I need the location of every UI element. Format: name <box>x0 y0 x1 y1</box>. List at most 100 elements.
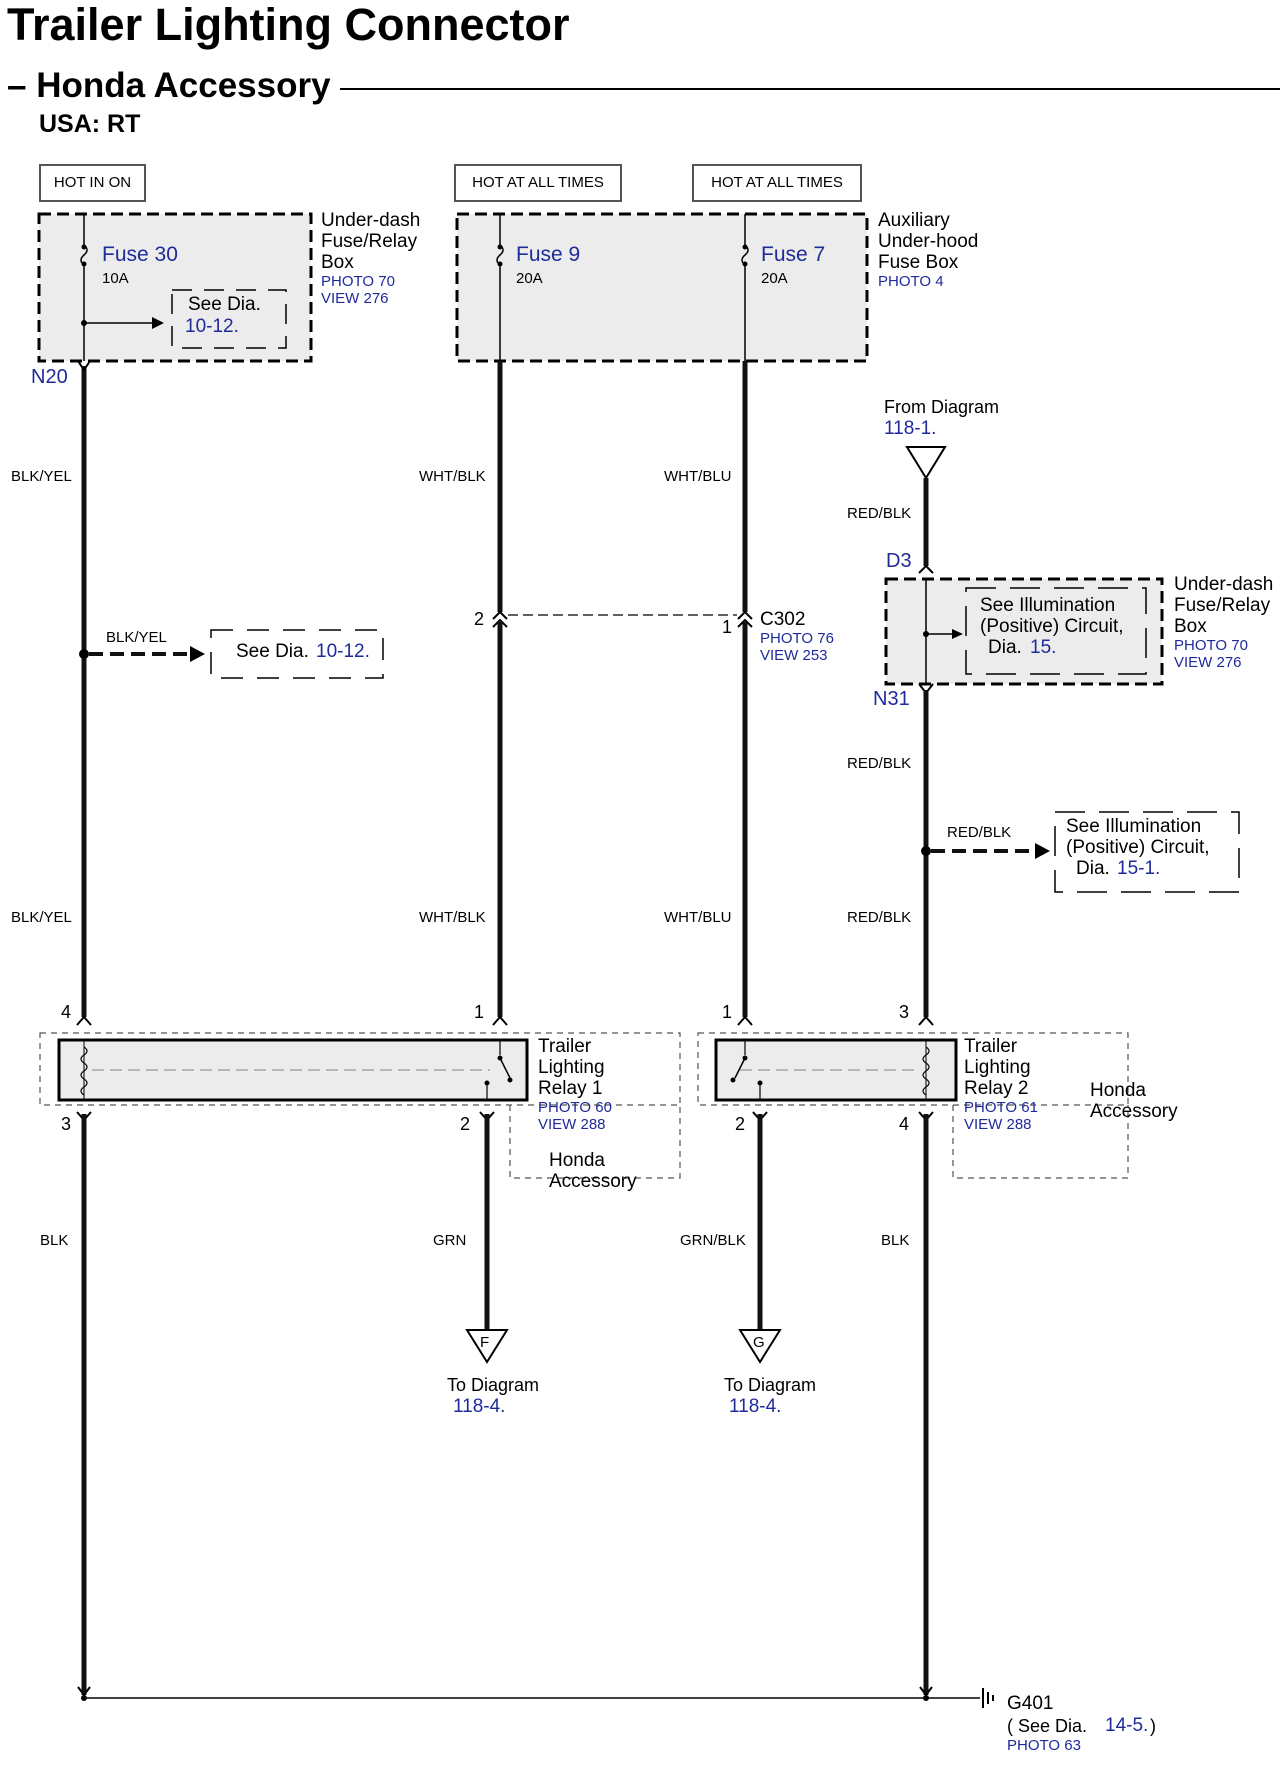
under-dash-box-1-name-line2: Fuse/Relay <box>321 231 418 252</box>
illum-branch-line1: See Illumination <box>1066 816 1202 837</box>
fuse-30-label: Fuse 30 <box>102 243 178 266</box>
relay1-photo[interactable]: PHOTO 60 <box>538 1099 612 1116</box>
fuse-7-rating: 20A <box>761 270 788 287</box>
illum-inner-ref[interactable]: 15. <box>1030 637 1057 658</box>
wire-label-col4-mid: RED/BLK <box>847 755 912 772</box>
aux-box-photo[interactable]: PHOTO 4 <box>878 273 944 290</box>
relay2-name-line2: Lighting <box>964 1057 1031 1078</box>
wire-label-col4-top: RED/BLK <box>847 505 912 522</box>
wire-label-branch1: BLK/YEL <box>106 629 167 646</box>
fuse-7-label: Fuse 7 <box>761 243 826 266</box>
node-n20: N20 <box>31 366 68 388</box>
ground-see-text: ( See Dia. <box>1007 1716 1088 1736</box>
see-dia-ref-1[interactable]: 10-12. <box>185 316 239 337</box>
ground-name: G401 <box>1007 1693 1054 1714</box>
relay2-accessory-line1: Honda <box>1090 1080 1146 1101</box>
relay2-view[interactable]: VIEW 288 <box>964 1116 1032 1133</box>
to-diagram-g-text: To Diagram <box>724 1375 817 1395</box>
ground-close: ) <box>1150 1716 1156 1736</box>
under-dash-box-1-view[interactable]: VIEW 276 <box>321 290 389 307</box>
relay1-name-line1: Trailer <box>538 1036 592 1057</box>
to-diagram-g-ref[interactable]: 118-4. <box>729 1396 782 1417</box>
aux-underhood-fuse-box <box>455 212 869 363</box>
illum-box-inner <box>965 587 1147 675</box>
relay1-view[interactable]: VIEW 288 <box>538 1116 606 1133</box>
c302-photo[interactable]: PHOTO 76 <box>760 630 834 647</box>
c302-view[interactable]: VIEW 253 <box>760 647 828 664</box>
c302-pin-1: 1 <box>722 617 733 637</box>
under-dash-box-2-name-line3: Box <box>1174 616 1207 637</box>
wire-label-col2-bot: GRN <box>433 1232 467 1249</box>
relay2-name-line1: Trailer <box>964 1036 1018 1057</box>
illum-branch-ref[interactable]: 15-1. <box>1117 858 1161 879</box>
from-diagram-text: From Diagram <box>884 397 1000 417</box>
illum-box-branch <box>1054 811 1240 893</box>
fuse-9-rating: 20A <box>516 270 543 287</box>
ground-ref[interactable]: 14-5. <box>1105 1715 1149 1736</box>
c302-pin-2: 2 <box>474 609 485 629</box>
relay2-pin-3: 3 <box>899 1002 910 1022</box>
see-dia-box-inner-1 <box>171 289 287 349</box>
to-diagram-f-triangle <box>465 1329 509 1364</box>
under-dash-box-1-name-line3: Box <box>321 252 354 273</box>
relay1-name-line3: Relay 1 <box>538 1078 603 1099</box>
relay1-pin-4: 4 <box>61 1002 72 1022</box>
wire-label-branch2: RED/BLK <box>947 824 1012 841</box>
relay2-photo[interactable]: PHOTO 61 <box>964 1099 1038 1116</box>
under-dash-box-2-view[interactable]: VIEW 276 <box>1174 654 1242 671</box>
hot-in-on-label: HOT IN ON <box>39 164 146 202</box>
wire-label-col3-bot: GRN/BLK <box>680 1232 746 1249</box>
wire-label-col4-bot: BLK <box>881 1232 910 1249</box>
to-diagram-f-letter: F <box>480 1334 490 1351</box>
wire-label-col2-top: WHT/BLK <box>419 468 486 485</box>
relay2-pin-1: 1 <box>722 1002 733 1022</box>
see-dia-branch1-text: See Dia. <box>236 641 309 662</box>
wire-label-col3-top: WHT/BLU <box>664 468 732 485</box>
honda-accessory-region-2 <box>697 1032 1129 1106</box>
wire-label-col3-mid: WHT/BLU <box>664 909 732 926</box>
fuse-7-symbol <box>741 244 749 266</box>
to-diagram-f-ref[interactable]: 118-4. <box>453 1396 506 1417</box>
illum-inner-line1: See Illumination <box>980 595 1116 616</box>
from-diagram-ref[interactable]: 118-1. <box>884 418 937 439</box>
node-n31: N31 <box>873 688 910 710</box>
relay1-accessory-line1: Honda <box>549 1150 605 1171</box>
wire-label-col2-mid: WHT/BLK <box>419 909 486 926</box>
c302-name: C302 <box>760 609 806 630</box>
relay2-pin-4: 4 <box>899 1114 910 1134</box>
relay2-accessory-line2: Accessory <box>1090 1101 1178 1122</box>
page-title: Trailer Lighting Connector <box>7 0 570 50</box>
under-dash-box-2-name-line1: Under-dash <box>1174 574 1274 595</box>
relay1-pin-1: 1 <box>474 1002 485 1022</box>
to-diagram-g-triangle <box>738 1329 782 1364</box>
relay2-pin-2: 2 <box>735 1114 746 1134</box>
illum-inner-dia: Dia. <box>988 637 1022 658</box>
illum-branch-dia: Dia. <box>1076 858 1110 879</box>
under-dash-box-1-photo[interactable]: PHOTO 70 <box>321 273 395 290</box>
fuse-30-symbol <box>80 244 88 266</box>
wire-label-col1-top: BLK/YEL <box>11 468 72 485</box>
see-dia-box-branch1 <box>210 629 384 679</box>
wire-label-col4-low: RED/BLK <box>847 909 912 926</box>
illum-inner-line2: (Positive) Circuit, <box>980 616 1124 637</box>
fuse-30-rating: 10A <box>102 270 129 287</box>
see-dia-branch1-ref[interactable]: 10-12. <box>316 641 370 662</box>
hot-at-all-times-label-1: HOT AT ALL TIMES <box>454 164 622 202</box>
fuse-9-label: Fuse 9 <box>516 243 581 266</box>
relay1-pin-3: 3 <box>61 1114 72 1134</box>
under-dash-box-2-photo[interactable]: PHOTO 70 <box>1174 637 1248 654</box>
see-dia-text-1: See Dia. <box>188 294 261 315</box>
node-d3: D3 <box>886 550 912 572</box>
ground-photo[interactable]: PHOTO 63 <box>1007 1737 1081 1754</box>
relay1-pin-2: 2 <box>460 1114 471 1134</box>
illum-branch-line2: (Positive) Circuit, <box>1066 837 1210 858</box>
page-subtitle: – Honda Accessory <box>7 66 339 106</box>
from-diagram-triangle <box>905 446 947 480</box>
hot-at-all-times-label-2: HOT AT ALL TIMES <box>692 164 862 202</box>
under-dash-box-1-name-line1: Under-dash <box>321 210 421 231</box>
aux-box-name-line3: Fuse Box <box>878 252 959 273</box>
region-label: USA: RT <box>39 110 141 138</box>
relay1-name-line2: Lighting <box>538 1057 605 1078</box>
honda-accessory-region-1 <box>39 1032 681 1106</box>
